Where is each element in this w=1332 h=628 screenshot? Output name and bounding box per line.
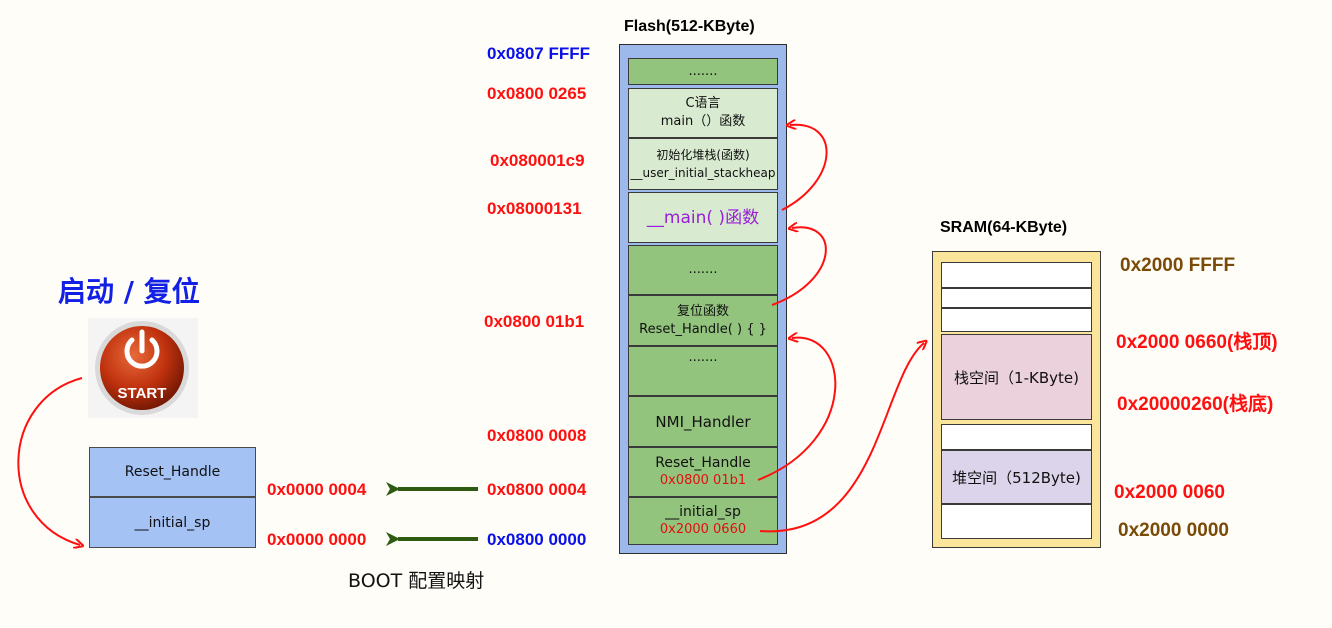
addr-0x08000008: 0x0800 0008 [487, 426, 587, 445]
addr-0x080001b1: 0x0800 01b1 [484, 312, 585, 331]
addr-0x08000131: 0x08000131 [487, 199, 582, 218]
sram-cell-3 [941, 308, 1092, 332]
start-label: START [118, 385, 167, 402]
boot-reset-heading: 启动 / 复位 [58, 275, 200, 308]
start-power-button[interactable]: START [88, 318, 198, 418]
flash-cell-dots-top: ....... [628, 58, 778, 85]
flash-cell-dots-mid: ....... [628, 245, 778, 295]
main-func-label: main（）函数 [660, 114, 746, 129]
addr-0x0807ffff: 0x0807 FFFF [487, 44, 590, 63]
flash-cell-init-stackheap: 初始化堆栈(函数) __user_initial_stackheap [628, 138, 778, 190]
reset-func-label: 复位函数 [676, 303, 729, 319]
sram-cell-top [941, 262, 1092, 288]
vector-reset-handle: Reset_Handle [89, 447, 256, 497]
sram-cell-base [941, 504, 1092, 539]
boot-mapping-caption: BOOT 配置映射 [348, 570, 485, 592]
flash-title: Flash(512-KByte) [624, 18, 755, 35]
reset-handle-label: Reset_Handle( ) { } [639, 321, 767, 337]
flash-cell-sp-vector: __initial_sp 0x2000 0660 [628, 497, 778, 545]
sram-cell-2 [941, 288, 1092, 308]
vector-initial-sp: __initial_sp [89, 497, 256, 548]
addr-stack-top: 0x2000 0660(栈顶) [1116, 332, 1278, 353]
flash-cell-c-main: C语言 main（）函数 [628, 88, 778, 138]
flash-cell-dots-low: ....... [628, 346, 778, 396]
addr-0x08000000: 0x0800 0000 [487, 530, 587, 549]
sram-title: SRAM(64-KByte) [940, 219, 1068, 236]
sram-stack-space: 栈空间（1-KByte) [941, 334, 1092, 420]
sp-vector-label: __initial_sp [665, 504, 741, 520]
init-stack-label: 初始化堆栈(函数) [656, 148, 750, 162]
addr-0x08000265: 0x0800 0265 [487, 84, 587, 103]
flash-cell-nmi-handler: NMI_Handler [628, 396, 778, 447]
addr-0x080001c9: 0x080001c9 [490, 151, 585, 170]
addr-0x20000000: 0x2000 0000 [1118, 520, 1229, 541]
sp-vector-value: 0x2000 0660 [659, 522, 747, 537]
arrow-start-to-vector [17, 377, 82, 545]
flash-cell-reset-vector: Reset_Handle 0x0800 01b1 [628, 447, 778, 497]
flash-cell-main: __main( )函数 [628, 192, 778, 243]
flash-cell-reset-handler: 复位函数 Reset_Handle( ) { } [628, 295, 778, 346]
arrow-main-to-c-main [781, 125, 828, 211]
reset-vector-value: 0x0800 01b1 [659, 473, 747, 488]
main-underscore-label: __main( )函数 [646, 207, 760, 228]
addr-0x00000004: 0x0000 0004 [267, 480, 367, 499]
sram-cell-gap [941, 424, 1092, 450]
power-icon [124, 329, 160, 369]
reset-vector-label: Reset_Handle [655, 455, 751, 471]
addr-stack-bottom: 0x20000260(栈底) [1117, 394, 1274, 415]
addr-0x00000000: 0x0000 0000 [267, 530, 367, 549]
addr-0x2000ffff: 0x2000 FFFF [1120, 255, 1236, 276]
sram-heap-space: 堆空间（512Byte) [941, 450, 1092, 504]
addr-0x08000004: 0x0800 0004 [487, 480, 587, 499]
addr-0x20000060: 0x2000 0060 [1114, 482, 1225, 503]
c-lang-label: C语言 [685, 96, 721, 111]
user-initial-stackheap-label: __user_initial_stackheap [630, 166, 776, 180]
